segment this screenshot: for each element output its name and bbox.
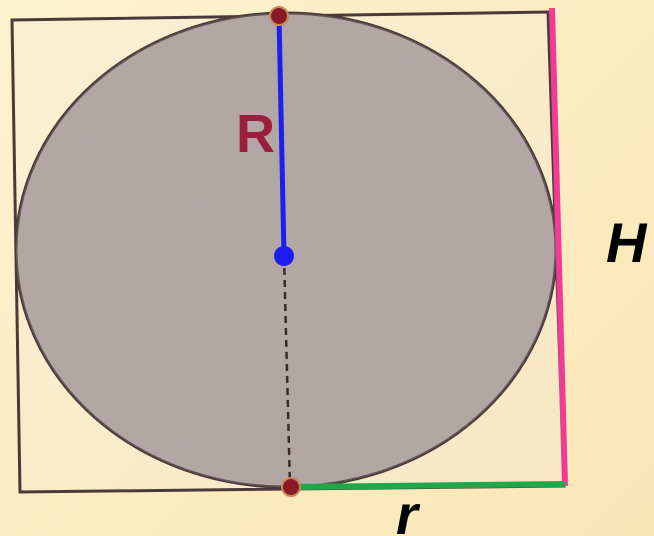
sphere-radius-label: R <box>236 104 275 164</box>
height-line <box>549 7 568 487</box>
height-label: H <box>606 211 648 274</box>
base-radius-line <box>291 481 566 490</box>
bottom-point <box>281 477 301 497</box>
sphere-radius-line <box>276 15 287 257</box>
lower-radius-dashed-line <box>282 255 292 488</box>
center-point <box>274 246 294 266</box>
base-radius-label: r <box>396 483 421 536</box>
top-point <box>269 6 289 26</box>
